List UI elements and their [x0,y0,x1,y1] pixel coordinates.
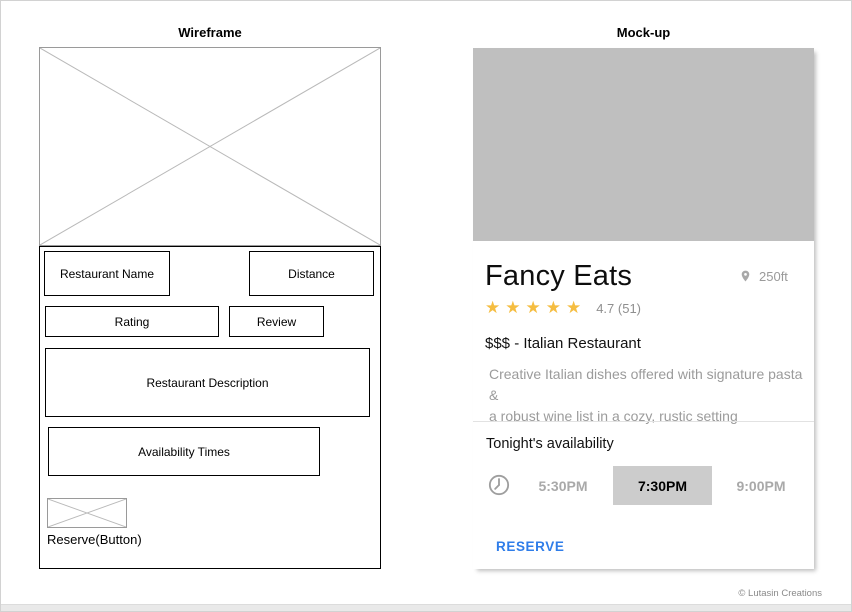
time-option-530pm[interactable]: 5:30PM [538,478,588,494]
restaurant-description: Creative Italian dishes offered with sig… [489,364,807,427]
wireframe-distance-box: Distance [249,251,374,296]
image-placeholder-x-icon [40,48,380,245]
window-bottom-edge [1,604,851,611]
restaurant-card: Fancy Eats 250ft ★★★★★ 4.7 (51) $$$ - It… [473,48,814,569]
reserve-button[interactable]: RESERVE [496,539,565,554]
reserve-placeholder-x-icon [48,499,126,527]
time-option-900pm[interactable]: 9:00PM [736,478,786,494]
wireframe-image-placeholder [39,47,381,246]
wireframe-restaurant-name-box: Restaurant Name [44,251,170,296]
rating-value: 4.7 (51) [596,300,642,316]
wireframe-restaurant-name-label: Restaurant Name [59,266,155,281]
wireframe-panel-title: Wireframe [178,25,242,40]
wireframe-description-label: Restaurant Description [146,375,269,390]
location-pin-icon [741,270,750,282]
wireframe-description-box: Restaurant Description [45,348,370,417]
copyright-text: © Lutasin Creations [738,588,822,599]
wireframe-review-label: Review [256,314,297,329]
availability-heading: Tonight's availability [486,436,614,452]
distance-block: 250ft [739,267,788,285]
clock-icon [488,474,510,496]
wireframe-reserve-image-placeholder [47,498,127,528]
wireframe-review-box: Review [229,306,324,337]
star-rating-icons: ★★★★★ [485,298,587,317]
wireframe-rating-label: Rating [114,314,150,329]
description-line-1: Creative Italian dishes offered with sig… [489,366,803,403]
wireframe-rating-box: Rating [45,306,219,337]
wireframe-reserve-label: Reserve(Button) [47,532,142,547]
wireframe-distance-label: Distance [288,266,335,281]
time-option-730pm-selected[interactable]: 7:30PM [613,466,712,505]
wireframe-availability-label: Availability Times [138,444,230,459]
restaurant-photo-placeholder [473,48,814,241]
mockup-panel-title: Mock-up [616,25,671,40]
distance-value: 250ft [759,268,788,284]
rating-block: ★★★★★ 4.7 (51) [485,298,641,318]
wireframe-availability-box: Availability Times [48,427,320,476]
description-line-2: a robust wine list in a cozy, rustic set… [489,408,738,424]
restaurant-name: Fancy Eats [485,260,633,292]
price-category: $$$ - Italian Restaurant [485,335,641,352]
section-divider [473,421,814,422]
